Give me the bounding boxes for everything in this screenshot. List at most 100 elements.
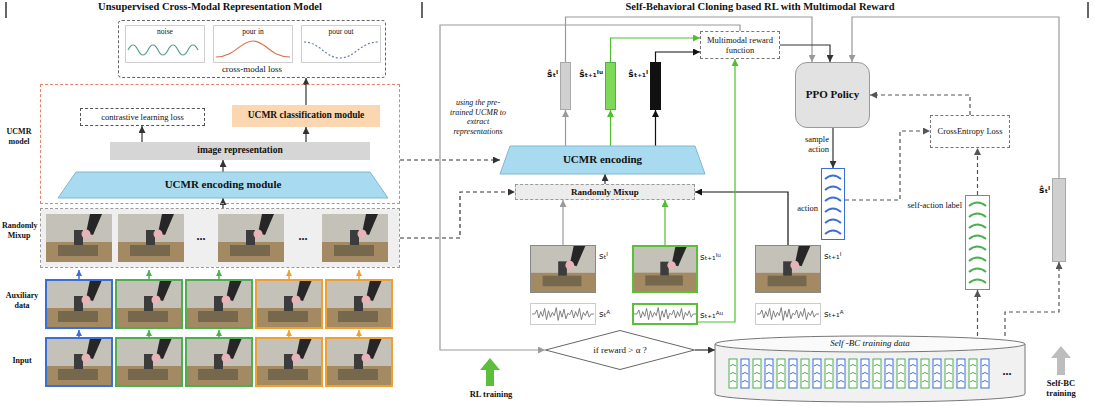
connector	[565, 110, 566, 146]
label-box: Self-Behavioral Cloning based RL with Mu…	[560, 1, 960, 14]
panel-separators	[6, 2, 1088, 18]
node-label: ŝₜ₊₁ᴵ	[628, 69, 648, 80]
node-label: sₜ₊₁ᴬ	[824, 309, 844, 320]
node-label: sₜᴵ	[599, 251, 608, 262]
edge-label-box: sample action	[792, 134, 829, 154]
connector	[852, 17, 1059, 178]
node-label: Multimodal reward function	[701, 35, 779, 55]
cylinder-shape	[715, 336, 1025, 352]
ellipsis: ...	[290, 229, 316, 243]
audio-clip: sₜ₊₁ᴬ	[755, 303, 821, 325]
node-label: ŝₜ₊₁ᴵᵘ	[579, 69, 603, 80]
phase-label: Self-BC training	[1032, 378, 1090, 398]
node-label: if reward > α ?	[593, 345, 646, 356]
row-label: Auxiliary data	[2, 291, 42, 310]
camera-frame: sₜ₊₁ᴵᵘ	[632, 245, 698, 293]
node-label: noise	[157, 27, 173, 36]
connector	[832, 128, 833, 168]
connector	[977, 148, 978, 195]
mixup-box: Randomly Mixup	[515, 184, 695, 200]
connector	[566, 17, 813, 62]
input-images	[46, 338, 392, 386]
mixup-ground	[41, 209, 399, 267]
feature-bar: ŝₜᴵ	[560, 62, 571, 110]
node-label: Randomly Mixup	[2, 221, 36, 240]
loss-box: contrastive learning loss	[80, 108, 205, 126]
node-label: cross-modal loss	[222, 64, 282, 75]
row-label: Input	[2, 356, 42, 366]
trapezoid-shape	[500, 146, 705, 174]
edge-label: sample action	[792, 134, 829, 154]
cylinder-body	[715, 344, 1025, 402]
decision-diamond: if reward > α ?	[545, 330, 695, 370]
connector	[222, 198, 223, 208]
phase-label: RL training	[455, 389, 527, 399]
connector	[305, 127, 306, 142]
node-label: PPO Policy	[806, 88, 859, 101]
node-label: sₜᴬ	[599, 309, 610, 320]
connector	[655, 110, 656, 146]
node-label: ŝₜᴵ	[1039, 185, 1050, 196]
node-label: pour in	[242, 27, 263, 36]
connector	[780, 45, 830, 62]
signal-plot: pour out	[301, 25, 381, 63]
connector	[1005, 262, 1059, 336]
ellipsis: ...	[994, 364, 1020, 378]
node-label: Self -BC training data	[830, 338, 910, 349]
node-label: contrastive learning loss	[101, 112, 184, 122]
label-column: self-action label	[965, 195, 990, 290]
noise-curve	[128, 45, 198, 55]
connector	[977, 290, 978, 336]
node-label: UCMR model	[2, 127, 36, 146]
connector	[305, 78, 306, 105]
cylinder-shape	[715, 344, 1025, 402]
audio-waveforms	[532, 308, 819, 321]
label-box: ...	[188, 229, 214, 243]
annotation: using the pre-trained UCMR to extract re…	[447, 98, 509, 136]
connector	[222, 160, 223, 172]
label-glyphs	[966, 198, 989, 286]
connector	[845, 131, 930, 200]
mixup-strip: Randomly Mixup	[40, 208, 400, 268]
node-label: sₜ₊₁ᴵᵘ	[700, 252, 721, 263]
connector	[562, 200, 563, 245]
mixup-images	[46, 214, 388, 262]
feature-bar: ŝₜ₊₁ᴵᵘ	[605, 62, 616, 110]
cylinder-top	[715, 336, 1025, 352]
connector	[141, 126, 142, 142]
node-label: image representation	[197, 145, 282, 156]
audio-clip: sₜ₊₁ᴬᵘ	[632, 303, 698, 325]
data-flow-arrows	[79, 270, 359, 337]
action-column: action	[821, 168, 845, 240]
reward-box: Multimodal reward function	[700, 31, 780, 59]
connector	[611, 38, 701, 62]
label-box: RL training	[455, 389, 527, 399]
node-label: CrossEntropy Loss	[938, 126, 1003, 136]
node-label: self-action label	[906, 200, 962, 210]
loss-group-box: noise pour in pour out cross-modal loss	[118, 20, 386, 78]
node-label: ŝₜᴵ	[547, 69, 558, 80]
module-box: UCMR classification module	[232, 105, 380, 127]
node-label: UCMR encoding module	[165, 178, 282, 191]
rl-training-arrow	[480, 358, 500, 386]
loss-box: CrossEntropy Loss	[930, 115, 1010, 148]
label-box: Self-BC training	[1032, 378, 1090, 398]
auxiliary-images	[46, 280, 392, 328]
node-label: pour out	[328, 27, 353, 36]
node-label: UCMR encoding	[563, 153, 642, 166]
representation-bar: image representation	[110, 142, 370, 160]
label-box: ...	[994, 364, 1020, 378]
node-label: UCMR classification module	[248, 110, 365, 121]
node-label: sₜ₊₁ᴬᵘ	[700, 310, 723, 321]
self-bc-training-arrow	[1051, 346, 1071, 375]
state-images	[531, 246, 820, 292]
feature-bar: ŝₜ₊₁ᴵ	[650, 62, 661, 110]
connector	[695, 192, 788, 245]
audio-clip: sₜᴬ	[530, 303, 596, 325]
panel-title: Unsupervised Cross-Modal Representation …	[40, 1, 380, 14]
signal-plot: pour in	[213, 25, 293, 63]
label-box: Unsupervised Cross-Modal Representation …	[40, 1, 380, 14]
label-box: using the pre-trained UCMR to extract re…	[447, 98, 509, 136]
trapezoid-shape	[58, 172, 388, 198]
